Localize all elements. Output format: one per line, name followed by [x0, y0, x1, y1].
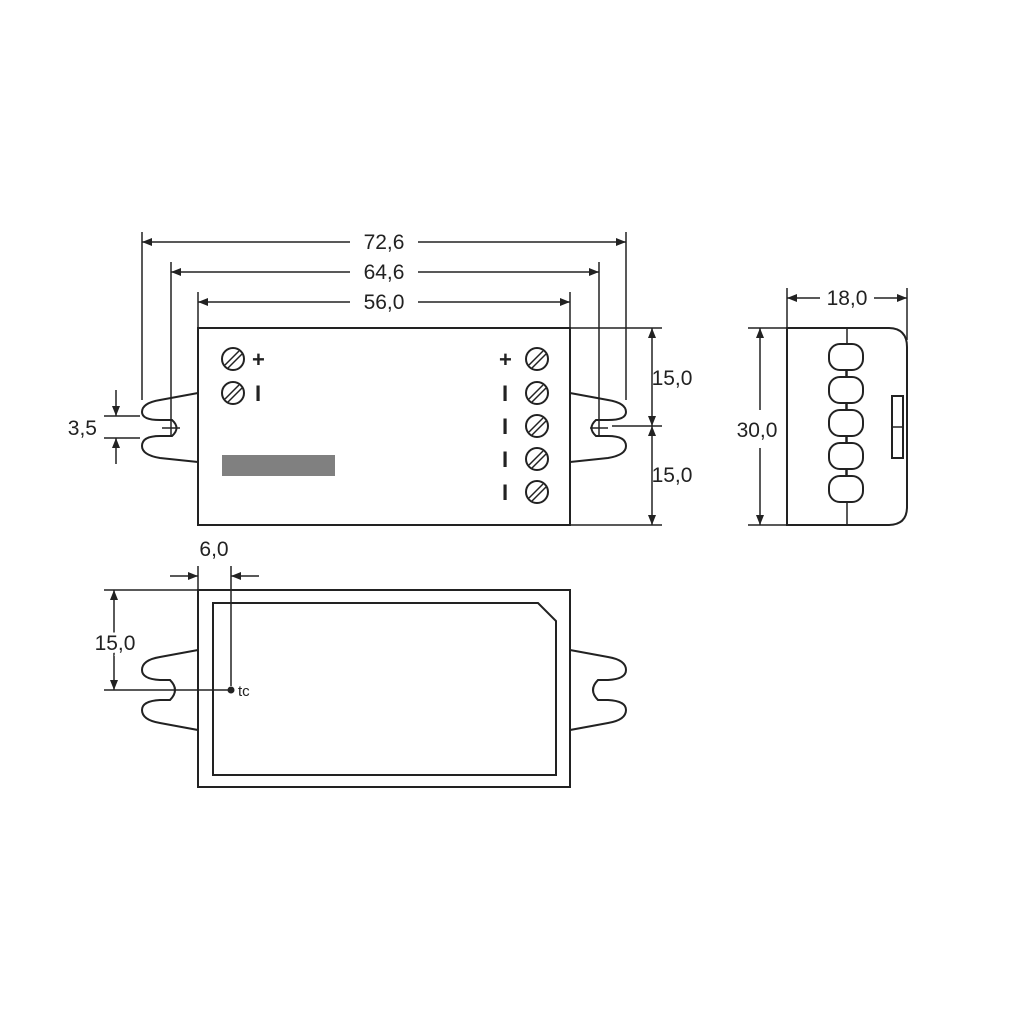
- top-view: + I + I: [140, 327, 628, 526]
- bottom-left-mounting-tab: [140, 648, 199, 732]
- top-view-dimensions: 72,6 64,6 56,0 3,5 15,0 15,0: [68, 231, 693, 526]
- output-terminal-label-1: +: [499, 347, 512, 372]
- terminal-screw-output-3: [525, 414, 549, 438]
- input-terminal-block: + I: [221, 347, 265, 406]
- output-terminal-label-5: I: [502, 480, 508, 505]
- top-view-body: [197, 327, 571, 526]
- side-view: [786, 327, 908, 526]
- right-hole-mark: [590, 419, 608, 437]
- tc-point-icon: [227, 686, 235, 694]
- bottom-view-body: [197, 589, 571, 788]
- bottom-view-inner-outline: [212, 602, 557, 776]
- dim-upper-half-height: 15,0: [652, 367, 693, 390]
- dim-lower-half-height: 15,0: [652, 464, 693, 487]
- terminal-screw-output-1: [525, 347, 549, 371]
- terminal-screw-input-1: [221, 347, 245, 371]
- input-terminal-label-2: I: [255, 381, 261, 406]
- label-area: [222, 455, 335, 476]
- terminal-screw-output-5: [525, 480, 549, 504]
- left-mounting-tab: [140, 391, 199, 464]
- bottom-right-mounting-tab: [569, 648, 628, 732]
- dim-depth: 18,0: [827, 287, 868, 310]
- left-hole-mark: [162, 419, 180, 437]
- tc-label: tc: [238, 683, 250, 700]
- output-terminal-label-2: I: [502, 381, 508, 406]
- dim-body-length: 56,0: [364, 291, 405, 314]
- side-view-dimensions: 18,0 30,0: [737, 287, 908, 526]
- dim-hole-slot: 3,5: [68, 417, 97, 440]
- input-terminal-label-1: +: [252, 347, 265, 372]
- terminal-screw-output-2: [525, 381, 549, 405]
- terminal-screw-input-2: [221, 381, 245, 405]
- output-terminal-label-4: I: [502, 447, 508, 472]
- terminal-screw-output-4: [525, 447, 549, 471]
- side-view-terminal-stack: [828, 343, 864, 503]
- bottom-view: tc: [140, 589, 628, 788]
- output-terminal-label-3: I: [502, 414, 508, 439]
- right-mounting-tab: [569, 391, 628, 464]
- dim-overall-length: 72,6: [364, 231, 405, 254]
- dim-mounting-hole-spacing: 64,6: [364, 261, 405, 284]
- bottom-view-dimensions: 6,0 15,0: [92, 538, 259, 691]
- dim-tc-offset-y: 15,0: [95, 632, 136, 655]
- dim-total-height: 30,0: [737, 419, 778, 442]
- dim-tc-offset-x: 6,0: [199, 538, 228, 561]
- output-terminal-block: + I I I I: [499, 347, 549, 505]
